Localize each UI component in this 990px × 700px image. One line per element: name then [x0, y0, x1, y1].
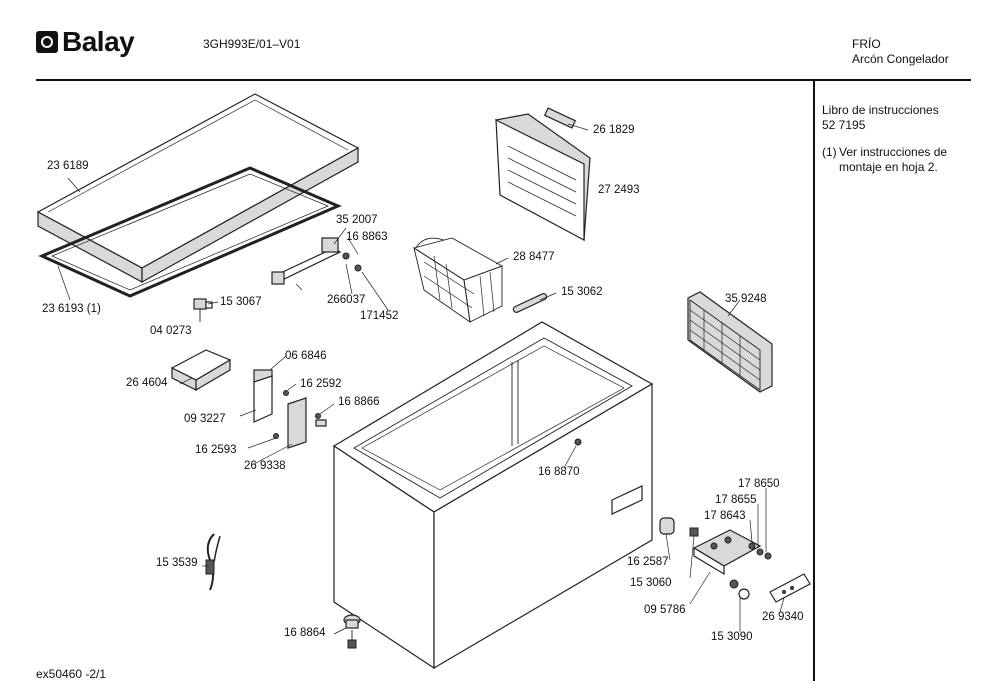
part-label: 15 3539 — [156, 557, 198, 569]
part-label: 27 2493 — [598, 184, 640, 196]
part-label: 26 9340 — [762, 611, 804, 623]
header-divider — [36, 79, 971, 81]
part-label: 15 3062 — [561, 286, 603, 298]
part-label: 17 8655 — [715, 494, 757, 506]
part-label: 04 0273 — [150, 325, 192, 337]
basket-part — [412, 237, 504, 323]
part-label: 26 4604 — [126, 377, 168, 389]
cable-part — [205, 533, 221, 591]
tray-part — [170, 349, 232, 392]
category: FRÍO — [852, 37, 881, 51]
leader-lines — [57, 123, 785, 635]
grille-part — [687, 291, 773, 393]
freezer-cabinet — [332, 321, 654, 670]
part-label: 23 6193 (1) — [42, 303, 101, 315]
foot-part — [343, 614, 361, 649]
brand-logo: Balay — [36, 26, 135, 57]
note-line-2: montaje en hoja 2. — [839, 160, 938, 174]
part-label: 16 8863 — [346, 231, 388, 243]
subcategory: Arcón Congelador — [852, 52, 949, 66]
part-label: 15 3090 — [711, 631, 753, 643]
evaporator-plate-part — [494, 107, 591, 242]
part-label: 171452 — [360, 310, 399, 322]
part-label: 17 8650 — [738, 478, 780, 490]
lid-part — [36, 93, 360, 284]
part-label: 16 2593 — [195, 444, 237, 456]
part-label: 35 9248 — [725, 293, 767, 305]
manual-title: Libro de instrucciones — [822, 103, 939, 117]
hinge-bracket-part — [253, 369, 327, 449]
part-label: 16 8866 — [338, 396, 380, 408]
part-label: 23 6189 — [47, 160, 89, 172]
sheet-code: ex50460 -2/1 — [36, 667, 107, 681]
hinge-rod-part — [271, 237, 362, 291]
model-number: 3GH993E/01–V01 — [203, 37, 301, 51]
part-label: 09 3227 — [184, 413, 226, 425]
part-label: 16 2592 — [300, 378, 342, 390]
part-label: 15 3067 — [220, 296, 262, 308]
part-label: 06 6846 — [285, 350, 327, 362]
manual-number: 52 7195 — [822, 118, 866, 132]
part-label: 28 8477 — [513, 251, 555, 263]
note-marker: (1) — [822, 145, 837, 159]
brand-mark-icon — [36, 31, 58, 53]
part-label: 16 2587 — [627, 556, 669, 568]
lock-part — [193, 298, 213, 322]
brand-name: Balay — [62, 26, 135, 57]
part-label: 16 8870 — [538, 466, 580, 478]
part-label: 266037 — [327, 294, 366, 306]
gasket-part — [38, 166, 342, 298]
part-label: 35 2007 — [336, 214, 378, 226]
part-label: 26 9338 — [244, 460, 286, 472]
control-panel-part — [659, 517, 811, 603]
note-line-1: Ver instrucciones de — [839, 145, 948, 159]
part-label: 26 1829 — [593, 124, 635, 136]
part-label: 09 5786 — [644, 604, 686, 616]
part-label: 17 8643 — [704, 510, 746, 522]
handle-part — [512, 293, 548, 313]
part-label: 15 3060 — [630, 577, 672, 589]
part-label: 16 8864 — [284, 627, 326, 639]
sidebar-divider — [813, 81, 815, 681]
